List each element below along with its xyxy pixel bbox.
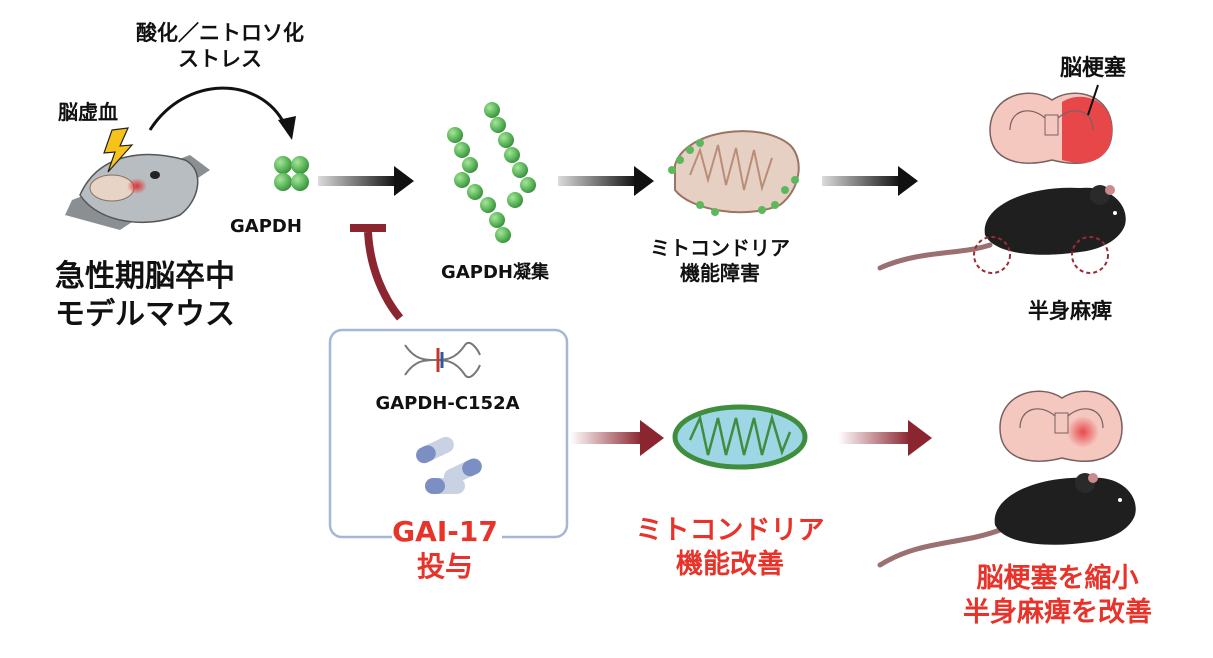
brain-slice-large-infarct-icon (989, 84, 1113, 164)
infarct-label: 脳梗塞 (1060, 56, 1127, 81)
mouse-head-model (65, 153, 210, 230)
mito-improve-label: ミトコンドリア 機能改善 (635, 515, 825, 580)
ischemia-label: 脳虚血 (58, 100, 118, 124)
arrow-mito-to-result (838, 420, 932, 456)
model-label: 急性期脳卒中 モデルマウス (55, 259, 235, 332)
gapdh-aggregate-icon (447, 102, 536, 243)
c152a-label: GAPDH-C152A (375, 393, 520, 414)
brain-slice-small-infarct-icon (999, 390, 1123, 462)
arrow-aggregation-to-mito (558, 166, 654, 196)
arrow-gapdh-to-aggregation (318, 166, 414, 196)
mouse-healthy-icon (877, 473, 1136, 568)
mito-dysfunction-label: ミトコンドリア 機能障害 (650, 236, 790, 285)
gai17-label: GAI-17 投与 (392, 515, 498, 583)
gapdh-label: GAPDH (230, 216, 302, 237)
inhibition-bar-icon (350, 224, 404, 321)
arrow-treatment-to-mito (570, 420, 664, 456)
arrow-mito-to-outcome (822, 166, 918, 196)
mouse-hemiplegia-icon (877, 185, 1126, 274)
stress-label: 酸化／ニトロソ化 ストレス (136, 21, 304, 72)
damaged-mitochondrion-icon (668, 130, 800, 216)
result-label: 脳梗塞を縮小 半身麻痺を改善 (963, 563, 1152, 628)
capsule-pills-icon (416, 436, 482, 494)
dna-icon (404, 341, 481, 379)
aggregation-label: GAPDH凝集 (441, 262, 549, 283)
stress-curved-arrow (148, 86, 287, 131)
hemiplegia-label: 半身麻痺 (1028, 299, 1112, 323)
gapdh-tetramer-icon (274, 156, 309, 191)
lightning-icon (103, 127, 134, 173)
healthy-mitochondrion-icon (672, 404, 808, 470)
